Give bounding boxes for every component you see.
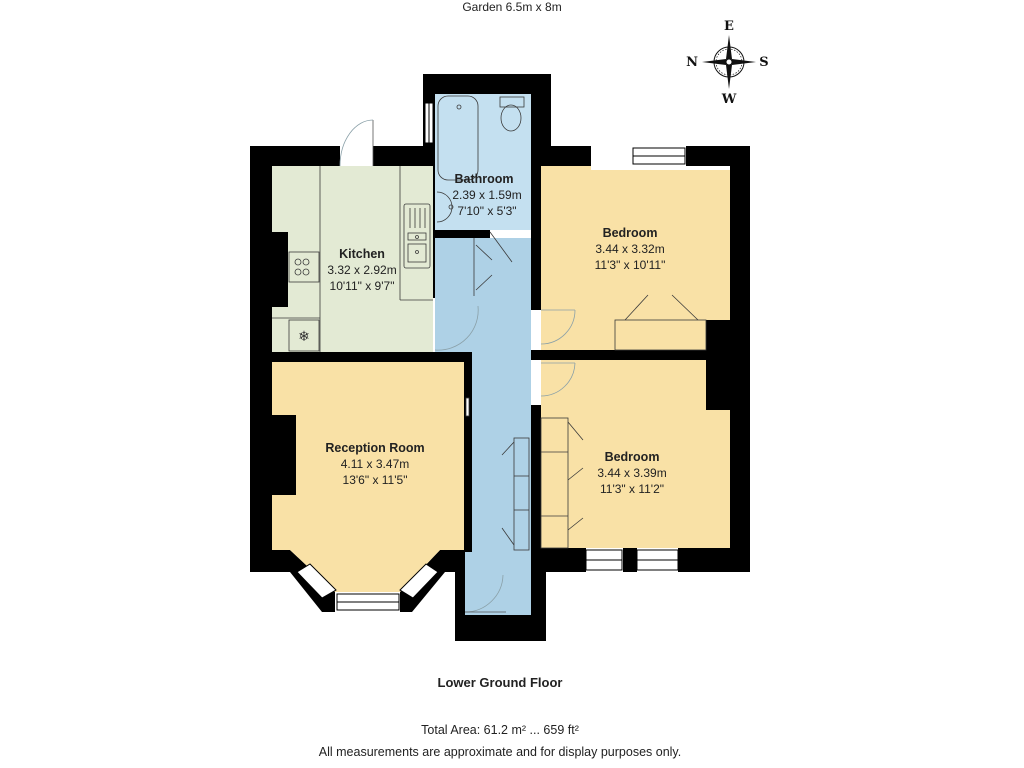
room-label-kitchen: Kitchen 3.32 x 2.92m 10'11" x 9'7": [327, 247, 396, 293]
svg-text:3.44 x 3.39m: 3.44 x 3.39m: [597, 466, 666, 480]
walls: [250, 74, 750, 641]
compass-south: S: [759, 55, 768, 70]
doors: [339, 119, 576, 613]
sink-icon: [403, 203, 431, 269]
disclaimer: All measurements are approximate and for…: [318, 745, 682, 759]
compass-west: W: [721, 92, 737, 107]
window-bay-right: [399, 563, 439, 599]
fixtures: ❄: [272, 95, 707, 551]
compass-east: E: [724, 19, 734, 34]
bathroom-area: [435, 94, 531, 230]
svg-text:Kitchen: Kitchen: [339, 247, 385, 261]
svg-text:Bedroom: Bedroom: [605, 450, 660, 464]
bath-icon: [437, 95, 479, 181]
bedroom-2-area: [541, 360, 730, 548]
garden-label: Garden 6.5m x 8m: [462, 0, 562, 14]
svg-text:13'6" x 11'5": 13'6" x 11'5": [343, 473, 408, 487]
wardrobe-2: [540, 417, 569, 549]
room-label-bedroom-2: Bedroom 3.44 x 3.39m 11'3" x 11'2": [597, 450, 666, 496]
room-fills: [272, 94, 730, 615]
svg-text:3.44 x 3.32m: 3.44 x 3.32m: [595, 242, 664, 256]
basin-icon: [436, 191, 453, 223]
svg-text:3.32 x 2.92m: 3.32 x 2.92m: [327, 263, 396, 277]
room-label-bathroom: Bathroom 2.39 x 1.59m 7'10" x 5'3": [452, 172, 521, 218]
svg-text:2.39 x 1.59m: 2.39 x 1.59m: [452, 188, 521, 202]
kitchen-area: [272, 166, 433, 352]
floor-label: Lower Ground Floor: [437, 675, 563, 690]
hallway-area: [435, 238, 531, 615]
room-label-reception: Reception Room 4.11 x 3.47m 13'6" x 11'5…: [325, 441, 424, 487]
compass-icon: E W N S: [686, 19, 769, 107]
svg-text:11'3" x 10'11": 11'3" x 10'11": [595, 258, 666, 272]
bedroom-1-area: [541, 166, 730, 350]
reception-area: [272, 362, 464, 592]
svg-text:11'3" x 11'2": 11'3" x 11'2": [600, 482, 664, 496]
svg-text:Bedroom: Bedroom: [603, 226, 658, 240]
toilet-icon: [499, 96, 525, 108]
svg-text:7'10" x 5'3": 7'10" x 5'3": [457, 204, 516, 218]
windows: [296, 102, 686, 611]
wardrobe-1: [614, 319, 707, 351]
window-bay-left: [296, 563, 337, 599]
hall-cupboard: [513, 437, 530, 551]
svg-text:10'11" x 9'7": 10'11" x 9'7": [330, 279, 395, 293]
svg-text:4.11 x 3.47m: 4.11 x 3.47m: [341, 457, 409, 471]
svg-text:Bathroom: Bathroom: [454, 172, 513, 186]
total-area: Total Area: 61.2 m² ... 659 ft²: [421, 723, 579, 737]
freezer-icon: [288, 319, 320, 352]
compass-north: N: [686, 55, 698, 70]
svg-text:Reception Room: Reception Room: [325, 441, 424, 455]
room-label-bedroom-1: Bedroom 3.44 x 3.32m 11'3" x 10'11": [595, 226, 666, 272]
snowflake-icon: ❄: [298, 328, 310, 344]
hob-icon: [288, 251, 320, 283]
